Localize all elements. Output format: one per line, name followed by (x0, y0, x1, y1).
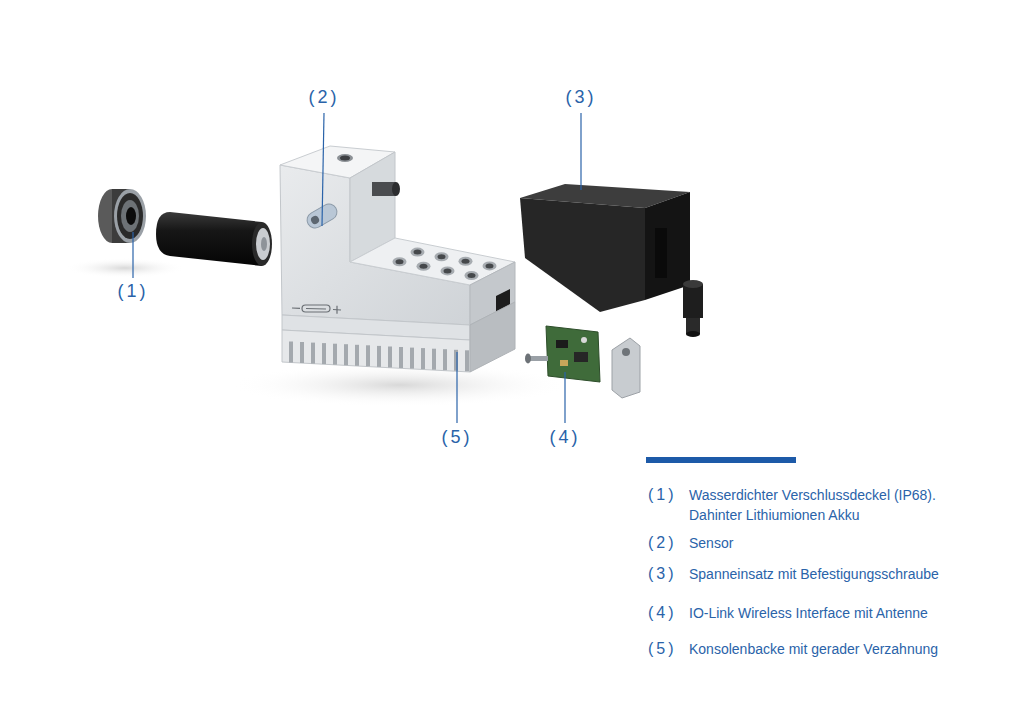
legend-text: IO-Link Wireless Interface mit Antenne (689, 603, 989, 623)
fixing-screw (683, 280, 703, 337)
jaw-body (280, 146, 515, 337)
legend-text: Sensor (689, 533, 989, 553)
callout-number: (2) (309, 86, 340, 108)
shadow (65, 258, 185, 278)
toothed-rack (282, 302, 515, 372)
legend-number: (3) (648, 564, 677, 584)
callout-number: (3) (566, 86, 597, 108)
leader-line (564, 372, 565, 423)
leader-line (132, 232, 133, 278)
leader-line (322, 113, 324, 226)
legend-number: (4) (648, 603, 677, 623)
leader-lines (133, 113, 581, 423)
legend-text: Konsolenbacke mit gerader Verzahnung (689, 639, 989, 659)
legend-number: (5) (648, 639, 677, 659)
sealing-cap (98, 189, 146, 243)
legend-number: (1) (648, 485, 677, 505)
legend-text: Spanneinsatz mit Befestigungsschraube (689, 564, 989, 584)
leader-line (456, 352, 457, 423)
leader-line (580, 113, 581, 190)
battery (156, 212, 272, 266)
legend-text: Wasserdichter Verschlussdeckel (IP68). D… (689, 485, 989, 525)
jaw-marking (292, 305, 341, 314)
callout-number: (1) (118, 280, 149, 302)
callout-number: (4) (550, 426, 581, 448)
legend-bar (646, 457, 796, 463)
pcb-interface (525, 326, 640, 398)
clamping-insert (520, 184, 690, 312)
shadow (230, 363, 570, 407)
callout-number: (5) (442, 426, 473, 448)
legend-number: (2) (648, 533, 677, 553)
